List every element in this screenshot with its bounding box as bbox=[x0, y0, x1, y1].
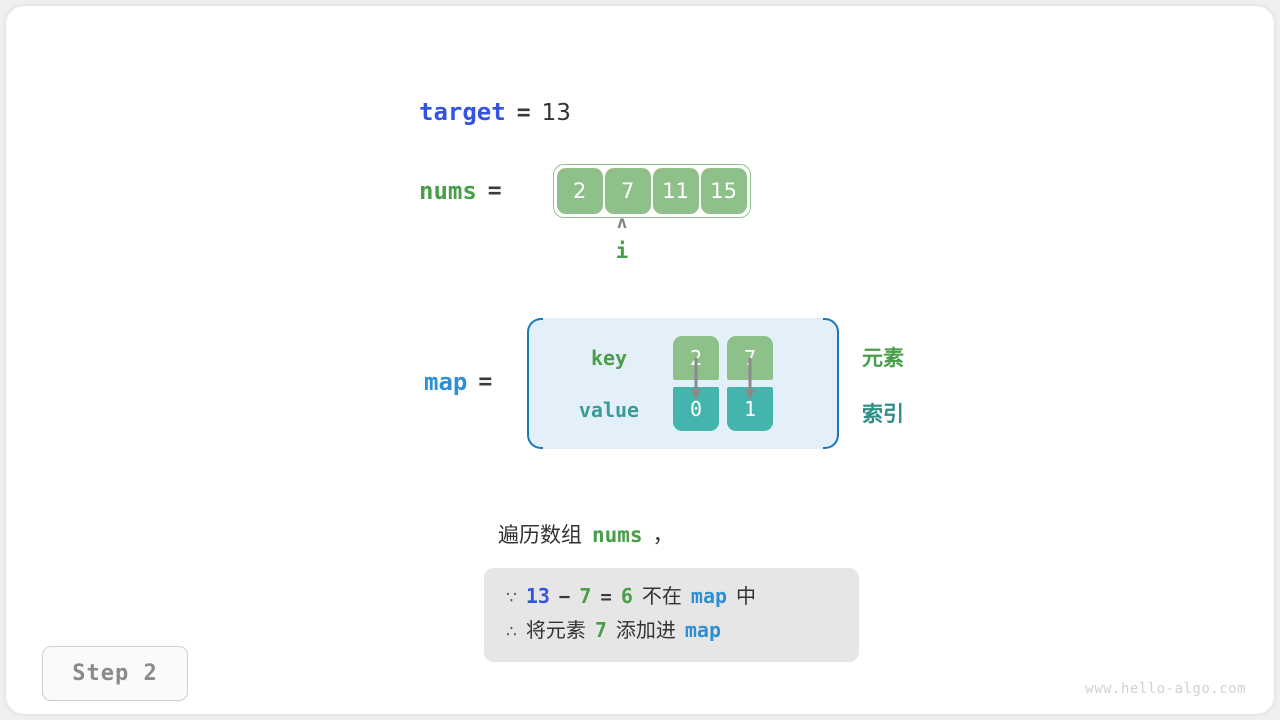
caption-text: 遍历数组 bbox=[498, 523, 582, 547]
pointer-label: i bbox=[615, 239, 629, 263]
slide-card: target = 13 nums = 2 7 11 15 ʌ i map = bbox=[6, 6, 1274, 714]
note-action-text: 添加进 bbox=[615, 618, 676, 642]
target-value: 13 bbox=[541, 100, 571, 126]
nums-row: nums = 2 7 11 15 bbox=[419, 164, 751, 218]
map-key-cell: 2 bbox=[673, 336, 719, 380]
key-label: key bbox=[590, 345, 628, 370]
map-equals-sign: = bbox=[478, 369, 493, 395]
target-equals-sign: = bbox=[516, 100, 531, 126]
nums-variable-name: nums bbox=[419, 177, 477, 205]
note-prefix-text: 将元素 bbox=[525, 618, 586, 642]
nums-equals-sign: = bbox=[487, 178, 502, 204]
note-complement-value: 6 bbox=[620, 584, 633, 608]
map-variable-name: map bbox=[424, 368, 468, 396]
note-tail-text: 中 bbox=[736, 584, 757, 608]
value-label: value bbox=[578, 397, 640, 422]
because-symbol: ∵ bbox=[506, 588, 517, 608]
target-row: target = 13 bbox=[419, 98, 571, 126]
map-entries: 2 0 7 1 bbox=[673, 336, 773, 431]
map-value-cell: 0 bbox=[673, 387, 719, 431]
caption-punct: ， bbox=[652, 523, 674, 547]
target-variable-name: target bbox=[419, 98, 506, 126]
array-cell: 11 bbox=[652, 168, 699, 214]
step-badge: Step 2 bbox=[42, 646, 188, 701]
note-line-1: ∵ 13 − 7 = 6 不在 map 中 bbox=[506, 580, 837, 614]
note-current-value: 7 bbox=[579, 584, 592, 608]
map-row-labels: key value bbox=[549, 341, 669, 427]
equals-sign: = bbox=[600, 586, 612, 608]
map-entry: 7 1 bbox=[727, 336, 773, 431]
note-line-2: ∴ 将元素 7 添加进 map bbox=[506, 614, 837, 648]
note-map-ref: map bbox=[684, 618, 721, 642]
note-target-value: 13 bbox=[525, 584, 550, 608]
caption: 遍历数组 nums ， bbox=[498, 519, 674, 549]
caption-code: nums bbox=[592, 523, 643, 547]
element-label: 元素 bbox=[862, 346, 904, 370]
map-inner: key value 2 0 7 bbox=[527, 318, 839, 449]
array-cell: 2 bbox=[556, 168, 603, 214]
minus-sign: − bbox=[558, 586, 571, 608]
note-box: ∵ 13 − 7 = 6 不在 map 中 ∴ 将元素 7 添加进 map bbox=[484, 568, 859, 662]
map-row: map = bbox=[424, 368, 492, 396]
note-map-ref: map bbox=[690, 584, 728, 608]
map-value-cell: 1 bbox=[727, 387, 773, 431]
note-added-value: 7 bbox=[594, 618, 607, 642]
note-middle-text: 不在 bbox=[641, 584, 682, 608]
index-label: 索引 bbox=[862, 402, 904, 426]
map-key-cell: 7 bbox=[727, 336, 773, 380]
watermark: www.hello-algo.com bbox=[1085, 681, 1246, 697]
map-entry: 2 0 bbox=[673, 336, 719, 431]
array-cell: 15 bbox=[700, 168, 747, 214]
nums-array: 2 7 11 15 bbox=[552, 164, 751, 218]
map-container: key value 2 0 7 bbox=[527, 318, 839, 449]
index-pointer: ʌ i bbox=[600, 214, 644, 264]
bracket-left-icon bbox=[527, 318, 543, 449]
caret-icon: ʌ bbox=[616, 213, 628, 233]
array-cell: 7 bbox=[604, 168, 651, 214]
side-labels: 元素 索引 bbox=[862, 342, 904, 428]
therefore-symbol: ∴ bbox=[506, 622, 517, 642]
